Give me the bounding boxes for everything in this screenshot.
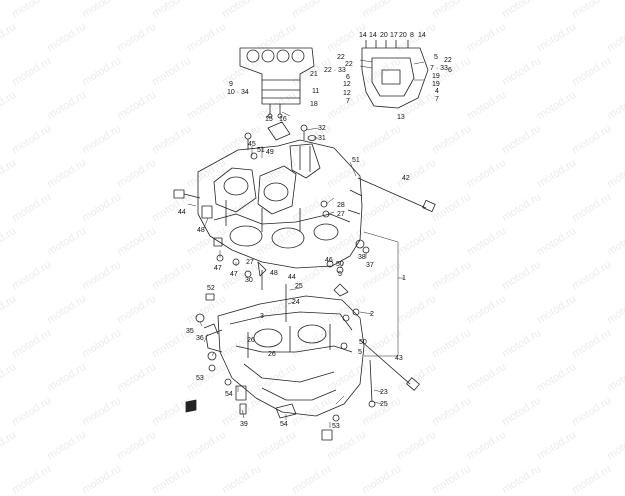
label-48-b: 48 — [270, 270, 278, 277]
label-51-a: 51 — [257, 147, 265, 154]
label-22-33: 22 · 33 — [324, 67, 346, 74]
label-27-b: 27 — [246, 259, 254, 266]
label-54-b: 54 — [280, 421, 288, 428]
label-5-c: 5 — [358, 349, 362, 356]
label-6-b: 6 — [448, 67, 452, 74]
inset-crankcase-corner-detail — [361, 40, 429, 109]
label-11: 11 — [312, 88, 319, 95]
label-54-a: 54 — [225, 391, 233, 398]
label-22-a: 22 — [337, 54, 345, 61]
label-50-a: 50 — [336, 261, 344, 268]
label-12-b: 12 — [343, 90, 351, 97]
label-39: 39 — [240, 421, 248, 428]
label-26-b: 26 — [268, 351, 276, 358]
label-16: 16 — [279, 116, 287, 123]
label-3: 3 — [260, 313, 264, 320]
label-17: 17 — [390, 32, 398, 39]
label-22-b: 22 — [345, 61, 353, 68]
label-47-b: 47 — [230, 271, 238, 278]
label-30: 30 — [245, 277, 253, 284]
label-5-b: 5 — [338, 271, 342, 278]
label-18: 18 — [310, 101, 318, 108]
label-31: 31 — [318, 135, 326, 142]
crankcase-exploded-diagram: 9 10 · 34 21 11 18 15 16 14 14 20 17 20 … — [173, 32, 452, 441]
label-7-b: 7 — [435, 96, 439, 103]
lower-crankcase-half — [205, 295, 365, 417]
label-8: 8 — [410, 32, 414, 39]
label-13: 13 — [397, 114, 405, 121]
label-25-a: 25 — [295, 283, 303, 290]
label-28: 28 — [337, 202, 345, 209]
label-53-a: 53 — [196, 375, 204, 382]
label-44-a: 44 — [178, 209, 186, 216]
label-44-b: 44 — [288, 274, 296, 281]
label-22-c: 22 — [444, 57, 452, 64]
label-9: 9 — [229, 81, 233, 88]
label-43: 43 — [395, 355, 403, 362]
label-53-b: 53 — [332, 423, 340, 430]
label-21: 21 — [310, 71, 318, 78]
label-45: 45 — [248, 141, 256, 148]
label-52: 52 — [207, 285, 215, 292]
label-24: 24 — [292, 299, 300, 306]
label-4: 4 — [435, 88, 439, 95]
label-7-33: 7 · 33 — [430, 65, 448, 72]
label-14-a: 14 — [359, 32, 367, 39]
label-46: 46 — [325, 257, 333, 264]
label-20-a: 20 — [380, 32, 388, 39]
label-10-34: 10 · 34 — [227, 89, 249, 96]
label-50-b: 50 — [359, 339, 367, 346]
inset-cylinder-detail — [239, 47, 315, 119]
upper-crankcase-half — [197, 139, 363, 269]
label-42: 42 — [402, 175, 410, 182]
label-51-b: 51 — [352, 157, 360, 164]
label-35: 35 — [186, 328, 194, 335]
label-36: 36 — [196, 335, 204, 342]
label-1: 1 — [402, 275, 406, 282]
label-27-a: 27 — [337, 211, 345, 218]
label-20-b: 20 — [399, 32, 407, 39]
label-19-b: 19 — [432, 81, 440, 88]
label-19-a: 19 — [432, 73, 440, 80]
label-49: 49 — [266, 149, 274, 156]
leader-lines — [187, 59, 425, 428]
label-26-a: 26 — [247, 337, 255, 344]
label-38: 38 — [358, 254, 366, 261]
label-25-b: 25 — [380, 401, 388, 408]
label-48: 48 — [197, 227, 205, 234]
small-fasteners — [173, 121, 376, 441]
label-14-b: 14 — [369, 32, 377, 39]
label-7-a: 7 — [346, 98, 350, 105]
label-23: 23 — [380, 389, 388, 396]
label-37: 37 — [366, 262, 374, 269]
label-15: 15 — [265, 116, 273, 123]
callout-labels: 9 10 · 34 21 11 18 15 16 14 14 20 17 20 … — [178, 32, 452, 430]
crankcase-long-bolts — [261, 177, 436, 403]
label-2: 2 — [370, 311, 374, 318]
label-32: 32 — [318, 125, 326, 132]
label-12-a: 12 — [343, 81, 351, 88]
label-14-c: 14 — [418, 32, 426, 39]
label-6-a: 6 — [346, 74, 350, 81]
label-47-a: 47 — [214, 265, 222, 272]
label-5: 5 — [434, 54, 438, 61]
